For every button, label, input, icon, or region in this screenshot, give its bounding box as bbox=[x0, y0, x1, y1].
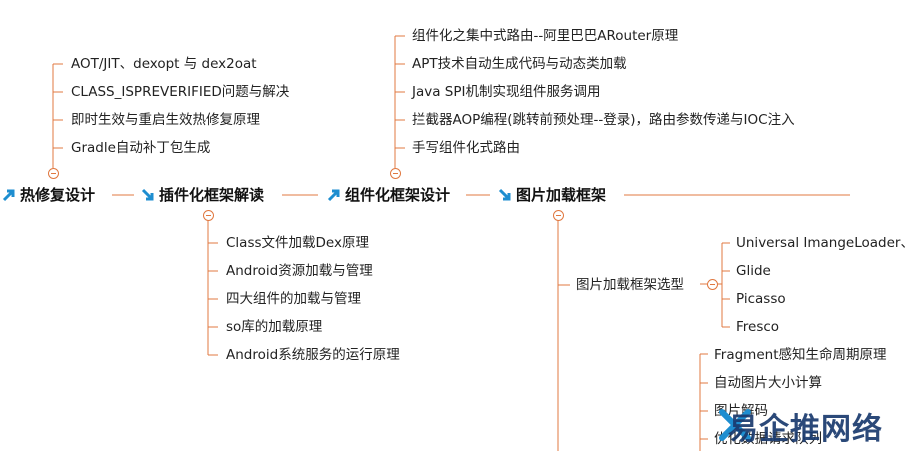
arrow-up-right-icon bbox=[327, 189, 340, 202]
image-selection-label: 图片加载框架选型 bbox=[576, 277, 684, 293]
main-node-hotfix: 热修复设计 bbox=[2, 185, 95, 205]
component-item: 手写组件化式路由 bbox=[412, 140, 520, 156]
arrow-down-right-icon bbox=[498, 188, 511, 201]
main-node-label: 组件化框架设计 bbox=[345, 186, 451, 204]
plugin-item: Android资源加载与管理 bbox=[226, 263, 373, 279]
main-node-label: 图片加载框架 bbox=[516, 186, 607, 204]
collapse-toggle-image-selection[interactable] bbox=[707, 279, 718, 290]
image-selection-item: Picasso bbox=[736, 291, 786, 307]
hotfix-item: 即时生效与重启生效热修复原理 bbox=[71, 112, 260, 128]
hotfix-item: Gradle自动补丁包生成 bbox=[71, 140, 211, 156]
watermark-logo-icon bbox=[719, 409, 751, 441]
hotfix-item: CLASS_ISPREVERIFIED问题与解决 bbox=[71, 84, 290, 100]
collapse-toggle-component[interactable] bbox=[390, 168, 401, 179]
component-item: APT技术自动生成代码与动态类加载 bbox=[412, 56, 627, 72]
component-item: 组件化之集中式路由--阿里巴巴ARouter原理 bbox=[412, 28, 679, 44]
watermark-text: 易企推网络 bbox=[728, 412, 883, 447]
image-item: 自动图片大小计算 bbox=[714, 375, 822, 391]
main-node-plugin: 插件化框架解读 bbox=[141, 185, 264, 205]
arrow-up-right-icon bbox=[2, 189, 15, 202]
image-selection-item: Universal ImangeLoader、 bbox=[736, 235, 914, 251]
main-node-label: 插件化框架解读 bbox=[159, 186, 265, 204]
collapse-toggle-hotfix[interactable] bbox=[48, 168, 59, 179]
image-selection-item: Glide bbox=[736, 263, 771, 279]
main-node-component: 组件化框架设计 bbox=[327, 185, 450, 205]
plugin-item: Android系统服务的运行原理 bbox=[226, 347, 400, 363]
collapse-toggle-plugin[interactable] bbox=[203, 210, 214, 221]
arrow-down-right-icon bbox=[141, 188, 154, 201]
plugin-item: 四大组件的加载与管理 bbox=[226, 291, 361, 307]
image-item: Fragment感知生命周期原理 bbox=[714, 347, 887, 363]
component-item: Java SPI机制实现组件服务调用 bbox=[412, 84, 601, 100]
image-selection-item: Fresco bbox=[736, 319, 780, 335]
component-item: 拦截器AOP编程(跳转前预处理--登录)，路由参数传递与IOC注入 bbox=[412, 112, 795, 128]
plugin-item: Class文件加载Dex原理 bbox=[226, 235, 369, 251]
main-node-image: 图片加载框架 bbox=[498, 185, 606, 205]
hotfix-item: AOT/JIT、dexopt 与 dex2oat bbox=[71, 56, 257, 72]
plugin-item: so库的加载原理 bbox=[226, 319, 323, 335]
collapse-toggle-image[interactable] bbox=[553, 210, 564, 221]
main-node-label: 热修复设计 bbox=[20, 186, 96, 204]
